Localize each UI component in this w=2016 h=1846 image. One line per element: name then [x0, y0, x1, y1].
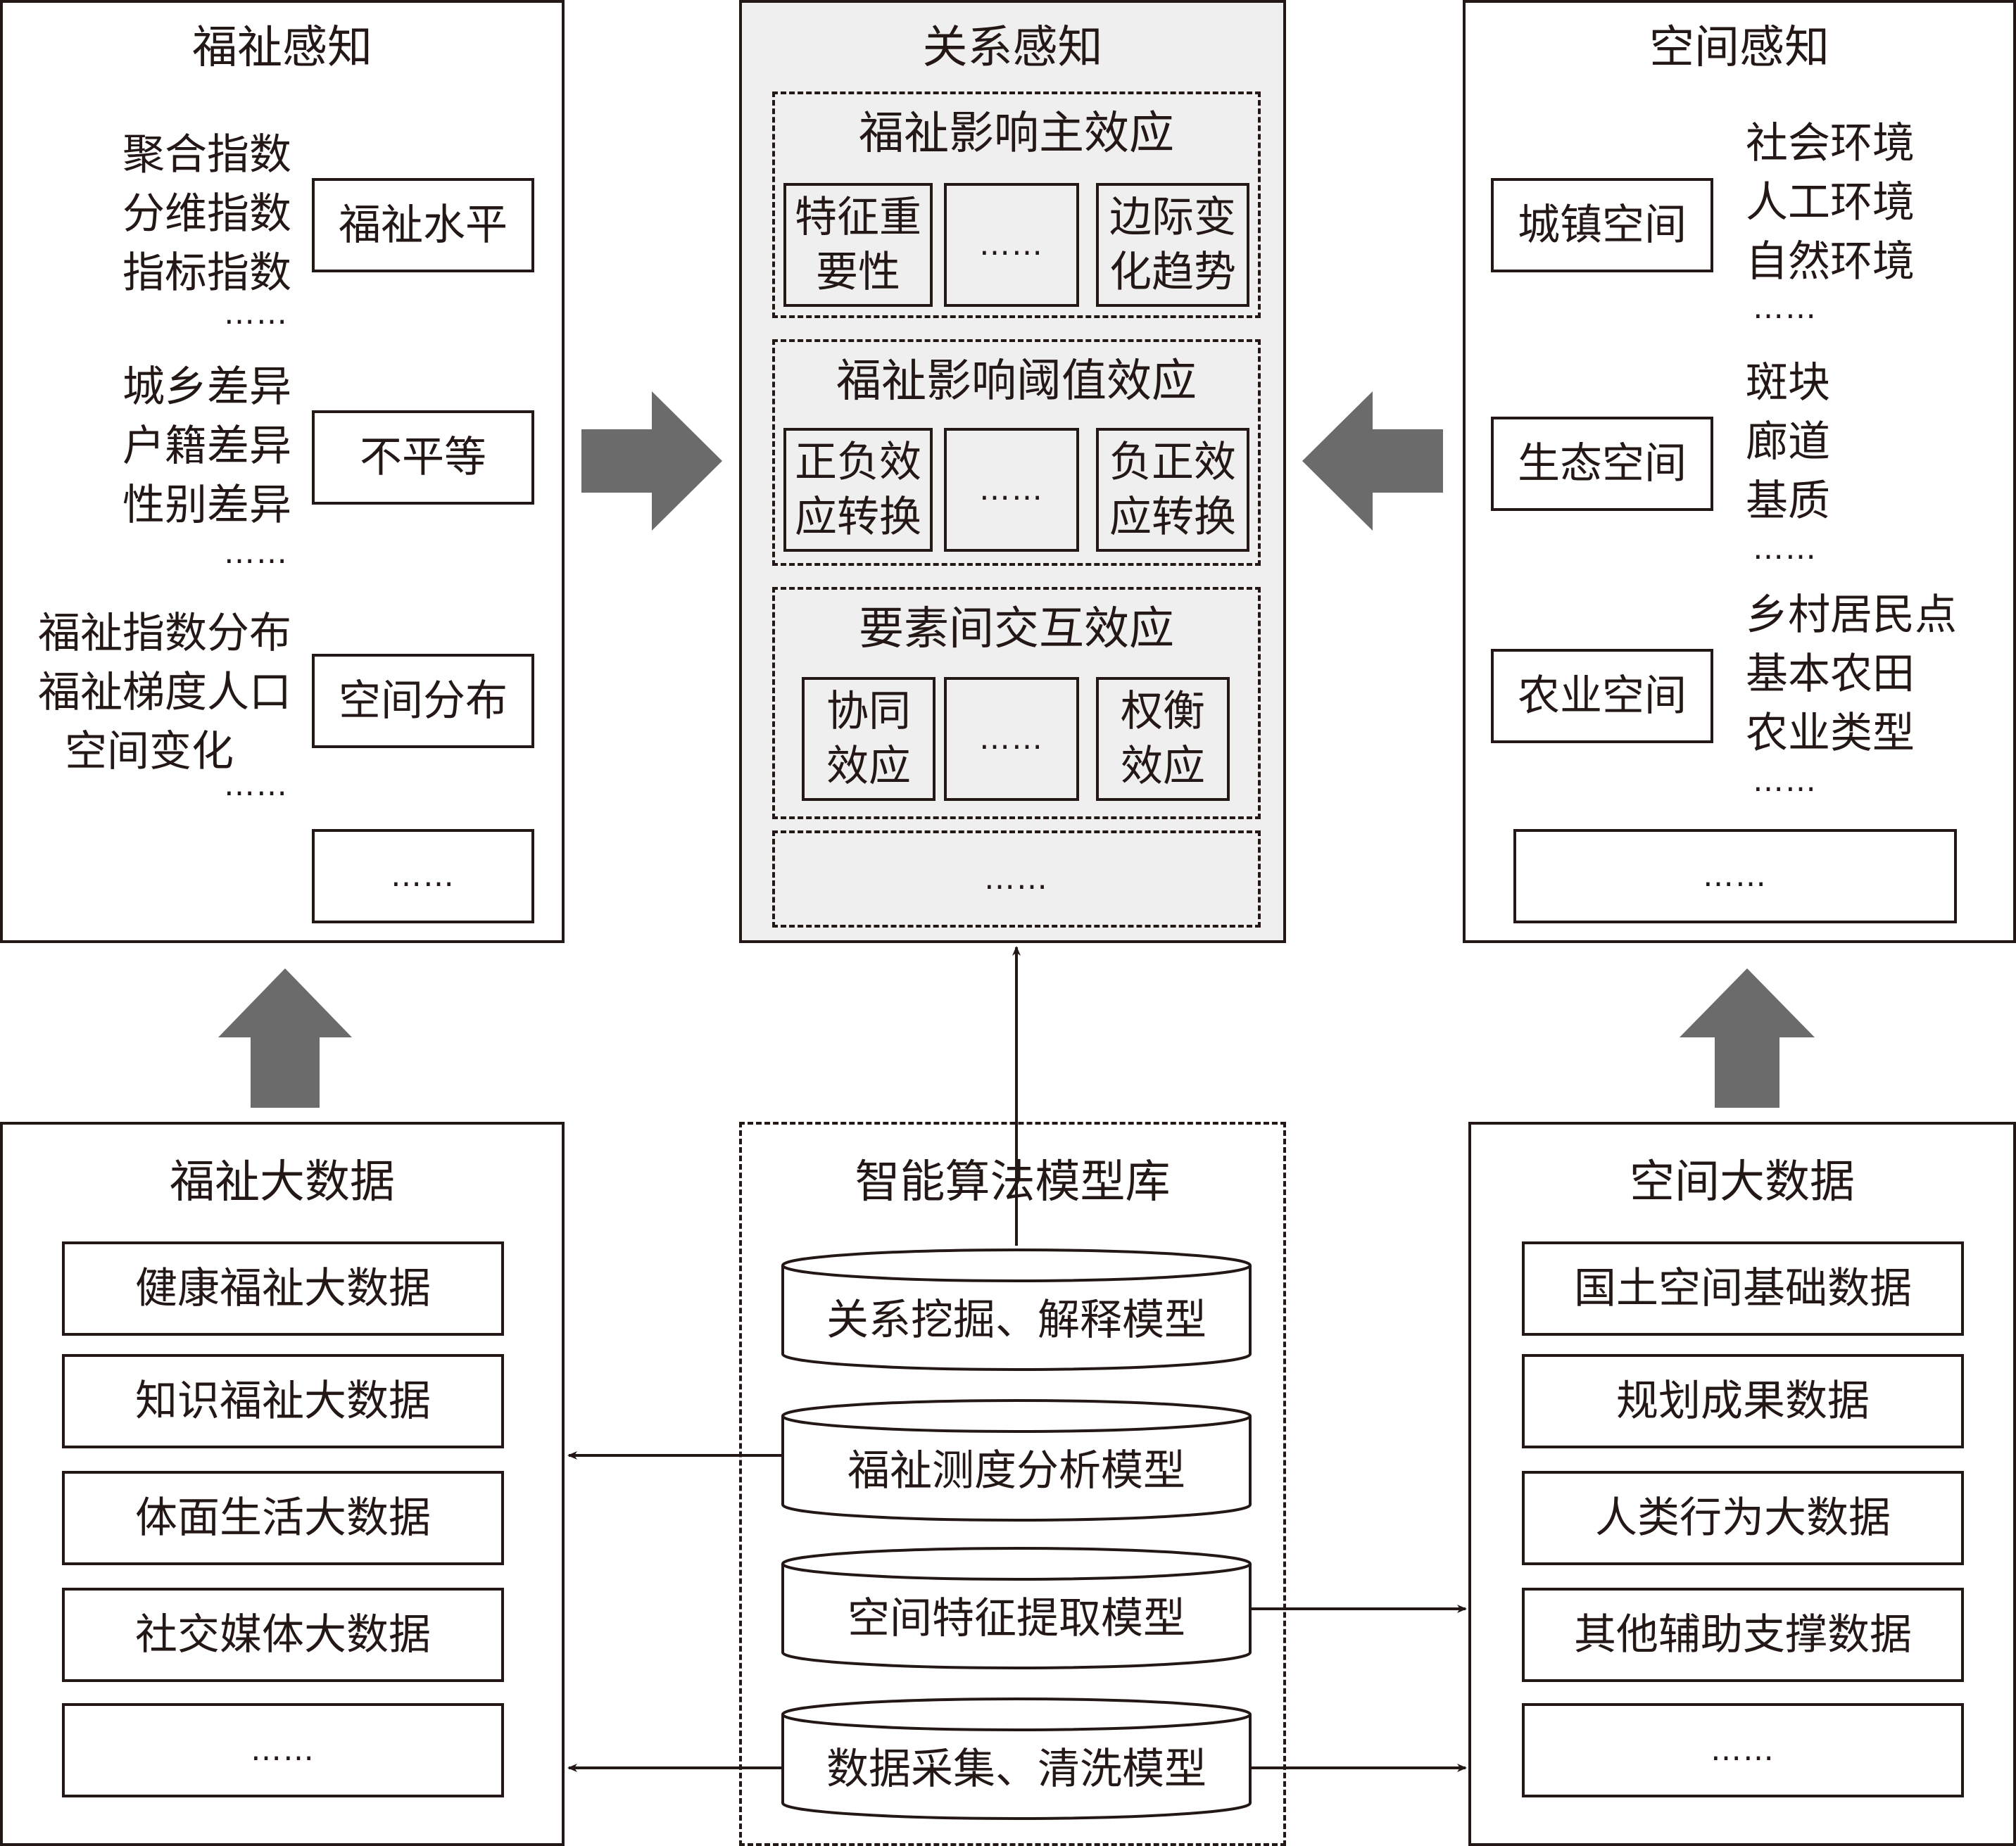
- ellipsis: ……: [224, 535, 289, 571]
- left-arrow-icon: [1302, 391, 1443, 531]
- ellipsis: ……: [224, 296, 289, 331]
- panel-title: 福祉大数据: [170, 1156, 395, 1208]
- model-library-panel: 智能算法模型库: [739, 1122, 1286, 1846]
- database-cylinder-icon: [781, 1547, 1252, 1669]
- landscape-element-list: 斑块 廊道 基质: [1746, 353, 1830, 531]
- section-title: 要素间交互效应: [859, 603, 1174, 655]
- spatial-distribution-list: 福祉指数分布 福祉梯度人口 空间变化: [7, 604, 291, 781]
- inequality-item: 性别差异: [122, 481, 291, 530]
- agricultural-item: 基本农田: [1746, 650, 1915, 699]
- human-behavior-data-box: 人类行为大数据: [1522, 1471, 1964, 1565]
- ellipsis: ……: [1703, 858, 1768, 894]
- more-box: ……: [944, 183, 1079, 307]
- ellipsis: ……: [979, 227, 1044, 263]
- marginal-trend-box: 边际变化趋势: [1096, 183, 1249, 307]
- ellipsis: ……: [979, 472, 1044, 507]
- agricultural-item: 乡村居民点: [1746, 590, 1957, 640]
- more-box: ……: [312, 829, 534, 923]
- threshold-effect-section: 福祉影响阈值效应 正负效应转换 …… 负正效应转换: [772, 339, 1261, 566]
- up-arrow-icon: [1680, 968, 1815, 1108]
- database-cylinder-icon: [781, 1399, 1252, 1522]
- relation-perception-panel: 关系感知 福祉影响主效应 特征重要性 …… 边际变化趋势 福祉影响阈值效应 正负…: [739, 0, 1286, 943]
- more-box: ……: [944, 677, 1079, 801]
- social-media-data-box: 社交媒体大数据: [62, 1588, 504, 1682]
- landscape-item: 基质: [1746, 476, 1830, 526]
- more-section: ……: [772, 830, 1261, 928]
- agricultural-item: 农业类型: [1746, 709, 1915, 758]
- ellipsis: ……: [979, 721, 1044, 757]
- inequality-item: 户籍差异: [122, 422, 291, 471]
- database-cylinder-icon: [781, 1698, 1252, 1820]
- urban-environment-list: 社会环境 人工环境 自然环境: [1746, 114, 1915, 291]
- land-space-basic-data-box: 国土空间基础数据: [1522, 1241, 1964, 1336]
- more-box: ……: [1522, 1703, 1964, 1797]
- landscape-item: 斑块: [1746, 358, 1830, 407]
- environment-item: 人工环境: [1746, 178, 1915, 227]
- ellipsis: ……: [224, 767, 289, 803]
- section-title: 福祉影响阈值效应: [836, 355, 1197, 407]
- decent-life-data-box: 体面生活大数据: [62, 1471, 504, 1565]
- ellipsis: ……: [984, 861, 1049, 897]
- relation-mining-model-label: 关系挖掘、解释模型: [826, 1296, 1207, 1345]
- panel-title: 空间大数据: [1630, 1156, 1855, 1208]
- data-collection-model-label: 数据采集、清洗模型: [826, 1745, 1207, 1794]
- more-box: ……: [1513, 829, 1957, 923]
- main-effect-section: 福祉影响主效应 特征重要性 …… 边际变化趋势: [772, 91, 1261, 318]
- distribution-item: 空间变化: [65, 727, 234, 776]
- environment-item: 社会环境: [1746, 119, 1915, 168]
- up-arrow-icon: [218, 968, 352, 1108]
- inequality-box: 不平等: [312, 410, 534, 505]
- section-title: 福祉影响主效应: [859, 108, 1174, 160]
- agricultural-element-list: 乡村居民点 基本农田 农业类型: [1746, 586, 1957, 763]
- indicator-item: 分维指数: [122, 189, 291, 239]
- inequality-item: 城乡差异: [122, 362, 291, 412]
- interaction-effect-section: 要素间交互效应 协同效应 …… 权衡效应: [772, 587, 1261, 819]
- panel-title: 关系感知: [922, 22, 1103, 74]
- feature-importance-box: 特征重要性: [783, 183, 933, 307]
- health-welfare-data-box: 健康福祉大数据: [62, 1241, 504, 1336]
- spatial-feature-model-label: 空间特征提取模型: [848, 1594, 1185, 1643]
- synergy-effect-box: 协同效应: [802, 677, 935, 801]
- indicator-item: 指标指数: [122, 248, 291, 298]
- ellipsis: ……: [391, 858, 455, 894]
- ellipsis: ……: [1753, 290, 1817, 326]
- panel-title: 智能算法模型库: [855, 1156, 1171, 1208]
- indicator-item: 聚合指数: [122, 130, 291, 179]
- more-box: ……: [62, 1703, 504, 1797]
- panel-title: 福祉感知: [192, 22, 372, 74]
- pos-neg-transition-box: 正负效应转换: [783, 428, 933, 552]
- ellipsis: ……: [1711, 1732, 1775, 1768]
- distribution-item: 福祉梯度人口: [38, 668, 291, 717]
- welfare-level-box: 福祉水平: [312, 178, 534, 272]
- panel-title: 空间感知: [1649, 22, 1829, 74]
- inequality-list: 城乡差异 户籍差异 性别差异: [77, 358, 291, 535]
- planning-results-data-box: 规划成果数据: [1522, 1354, 1964, 1448]
- spatial-distribution-box: 空间分布: [312, 654, 534, 748]
- neg-pos-transition-box: 负正效应转换: [1096, 428, 1249, 552]
- ellipsis: ……: [1753, 763, 1817, 799]
- agricultural-space-box: 农业空间: [1491, 649, 1713, 743]
- database-cylinder-icon: [781, 1248, 1252, 1371]
- indicator-list: 聚合指数 分维指数 指标指数: [77, 125, 291, 303]
- ellipsis: ……: [251, 1732, 315, 1768]
- ellipsis: ……: [1753, 531, 1817, 567]
- right-arrow-icon: [581, 391, 722, 531]
- ecological-space-box: 生态空间: [1491, 417, 1713, 511]
- knowledge-welfare-data-box: 知识福祉大数据: [62, 1354, 504, 1448]
- more-box: ……: [944, 428, 1079, 552]
- urban-space-box: 城镇空间: [1491, 178, 1713, 272]
- distribution-item: 福祉指数分布: [38, 609, 291, 658]
- tradeoff-effect-box: 权衡效应: [1096, 677, 1230, 801]
- environment-item: 自然环境: [1746, 237, 1915, 286]
- landscape-item: 廊道: [1746, 417, 1830, 467]
- welfare-measure-model-label: 福祉测度分析模型: [848, 1446, 1185, 1496]
- auxiliary-support-data-box: 其他辅助支撑数据: [1522, 1588, 1964, 1682]
